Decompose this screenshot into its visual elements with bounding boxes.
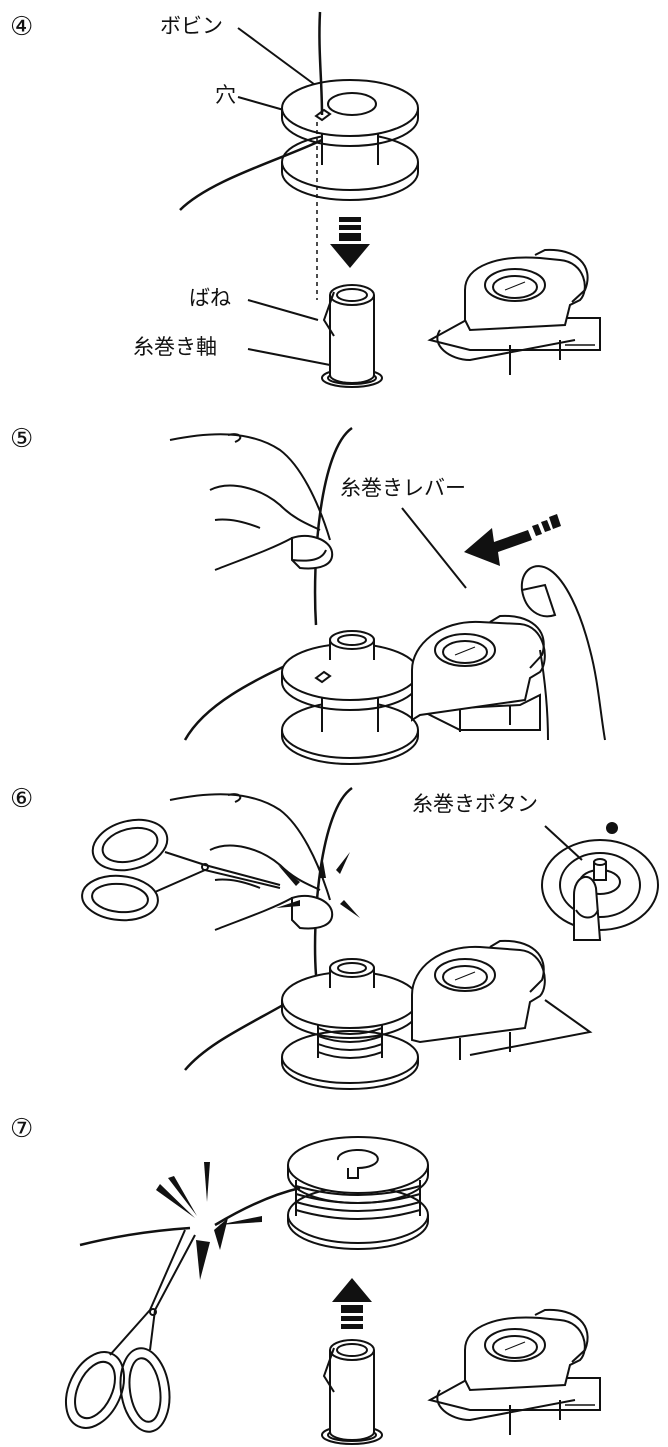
winder-lever-illustration (411, 939, 593, 1060)
step-5-panel: ⑤ 糸巻きレバー (0, 410, 668, 765)
lever-label: 糸巻きレバー (340, 476, 466, 500)
cut-thread-right (214, 1186, 301, 1227)
step-4-illustration (179, 11, 601, 388)
bobbin-illustration (281, 79, 419, 201)
indicator-dot (606, 822, 618, 834)
spindle-label: 糸巻き軸 (133, 335, 217, 359)
step-6-panel: ⑥ 糸巻きボタン (0, 770, 668, 1090)
left-arrow-icon (464, 514, 561, 566)
step-4-panel: ④ ボビン 穴 ばね 糸巻き軸 (0, 0, 668, 400)
cut-thread-left (79, 1226, 191, 1247)
step-5-number: ⑤ (10, 424, 34, 454)
spindle-leader-line (247, 348, 331, 366)
step-6-number: ⑥ (10, 784, 34, 814)
thread-upper (318, 11, 324, 116)
thread-upper (313, 426, 353, 626)
step-4-number: ④ (10, 12, 34, 42)
step-6-illustration (81, 786, 659, 1090)
button-label: 糸巻きボタン (412, 792, 538, 816)
pushing-finger (520, 565, 606, 741)
up-arrow-icon (332, 1278, 372, 1329)
button-leader-line (544, 825, 583, 861)
lever-leader-line (401, 507, 467, 589)
step-7-illustration (64, 1136, 601, 1445)
bobbin-illustration (281, 630, 419, 765)
scissors-illustration (64, 1229, 196, 1433)
step-5-illustration (169, 426, 606, 765)
step-7-number: ⑦ (10, 1114, 34, 1144)
step-7-panel: ⑦ (0, 1100, 668, 1447)
cut-indicator-marks (276, 822, 618, 918)
winding-button-illustration (541, 839, 659, 941)
spring-label: ばね (189, 286, 231, 310)
spindle-illustration (321, 1339, 383, 1445)
spindle-illustration (321, 284, 383, 388)
thread-lower (179, 138, 323, 211)
winder-lever-illustration (427, 248, 601, 375)
bobbin-wound-illustration (287, 1136, 429, 1250)
bobbin-wound-illustration (281, 958, 419, 1090)
hole-label: 穴 (215, 83, 236, 107)
down-arrow-icon (330, 217, 370, 268)
bobbin-leader-line (237, 27, 323, 91)
winder-lever-illustration (427, 1308, 601, 1435)
winder-lever-illustration (411, 614, 546, 732)
hand-outline (169, 433, 331, 541)
bobbin-label: ボビン (160, 14, 223, 38)
spring-wire (322, 291, 335, 337)
cut-burst-marks (156, 1162, 262, 1280)
scissors-illustration (81, 818, 281, 922)
spring-leader-line (247, 299, 319, 321)
